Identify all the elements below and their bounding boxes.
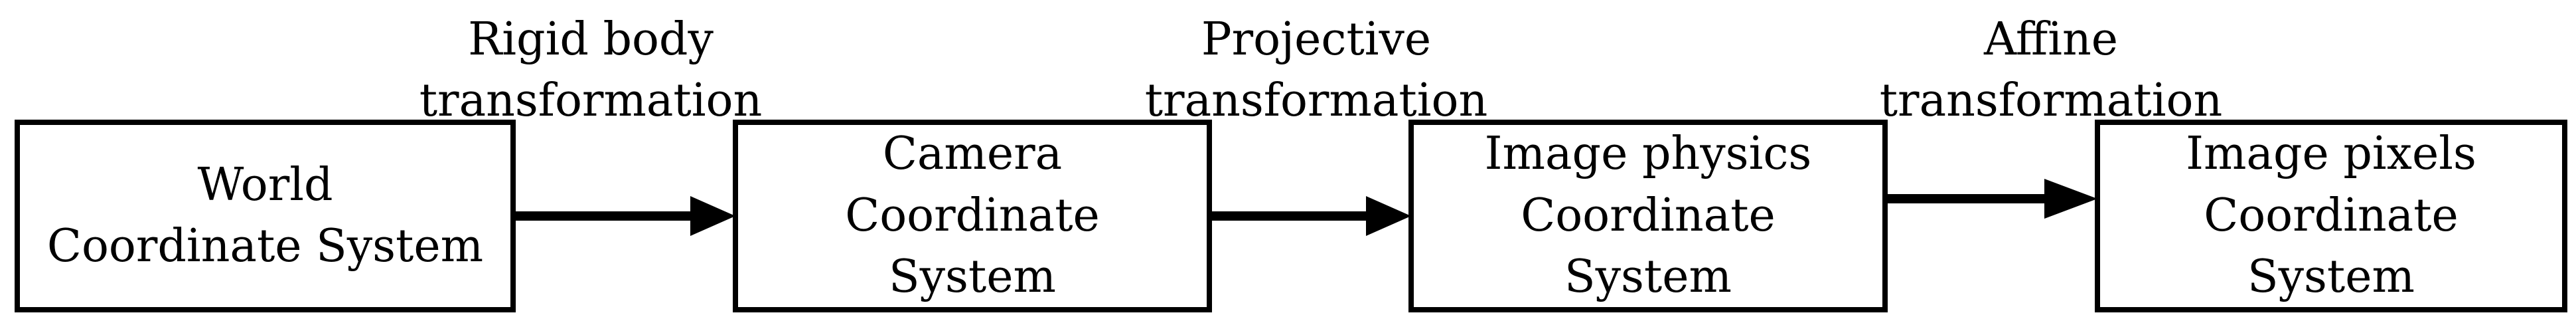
node-world-coordinate-system: World Coordinate System [15,120,516,312]
arrow-camera-to-image-physics [1209,196,1411,236]
arrow-image-physics-to-image-pixels [1885,179,2097,219]
node-image-physics-coordinate-system: Image physics Coordinate System [1408,120,1888,312]
node-image-physics-label: Image physics Coordinate System [1484,128,1812,304]
node-camera-label: Camera Coordinate System [845,128,1100,304]
edge-label-affine: Affine transformation [1879,13,2223,128]
edge-label-rigid-body: Rigid body transformation [419,13,763,128]
edge-label-projective: Projective transformation [1144,13,1488,128]
node-image-pixels-label: Image pixels Coordinate System [2186,128,2476,304]
arrow-world-to-camera [512,196,735,236]
node-world-label: World Coordinate System [46,158,484,273]
node-image-pixels-coordinate-system: Image pixels Coordinate System [2095,120,2567,312]
